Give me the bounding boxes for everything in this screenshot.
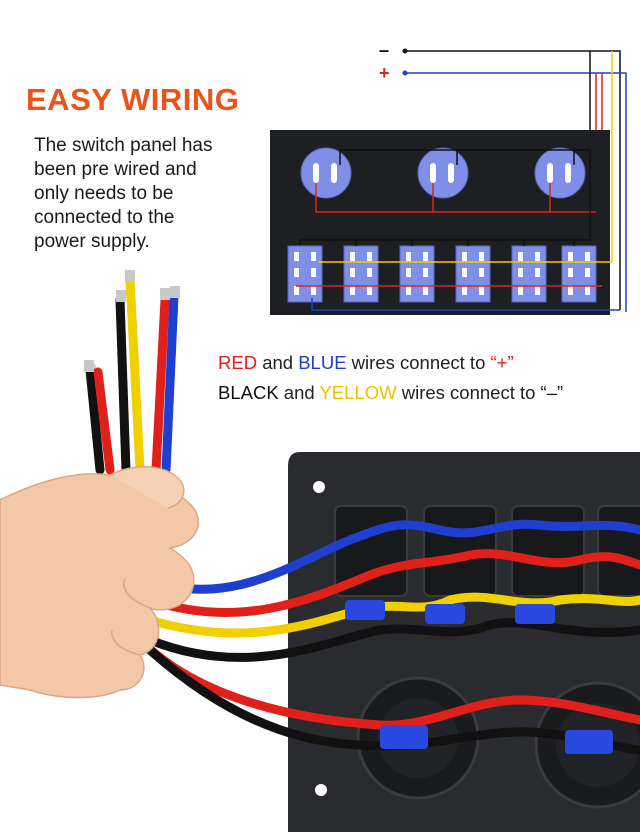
description-line: only needs to be	[34, 183, 174, 204]
description-line: power supply.	[34, 231, 150, 252]
description-line: connected to the	[34, 207, 175, 228]
description-text: The switch panel has been pre wired and …	[34, 134, 274, 254]
rule-text: wires connect to	[346, 352, 491, 373]
rocker-switch	[343, 245, 379, 303]
negative-quote: “–”	[540, 382, 564, 403]
rule-text: and	[278, 382, 320, 403]
blue-connector	[345, 600, 385, 620]
rocker-switch	[399, 245, 435, 303]
red-wire-lower	[135, 635, 640, 730]
round-socket	[300, 147, 352, 199]
black-label: BLACK	[218, 382, 279, 403]
red-label: RED	[218, 352, 258, 373]
round-socket	[534, 147, 586, 199]
rocker-switch	[561, 245, 597, 303]
panel-photo	[0, 270, 640, 832]
wire-bundle	[84, 270, 180, 475]
hand	[0, 466, 199, 699]
rocker-switch	[511, 245, 547, 303]
round-socket	[417, 147, 469, 199]
switch-housing	[597, 505, 640, 597]
yellow-label: YELLOW	[319, 382, 397, 403]
negative-symbol: –	[379, 40, 390, 60]
positive-quote: “+”	[490, 352, 514, 373]
description-line: The switch panel has	[34, 135, 213, 156]
rule-text: and	[257, 352, 299, 373]
switch-negative-bus	[299, 239, 590, 244]
rule-text: wires connect to	[396, 382, 541, 403]
blue-connector	[380, 725, 428, 749]
blue-connector	[565, 730, 613, 754]
rule-negative: BLACK and YELLOW wires connect to “–”	[218, 382, 563, 404]
positive-symbol: +	[379, 63, 390, 83]
blue-connector	[425, 604, 465, 624]
switch-blue-bus	[311, 298, 620, 311]
positive-lead	[405, 72, 627, 312]
yellow-wire	[145, 592, 640, 638]
rocker-switch	[287, 245, 323, 303]
rocker-switch	[455, 245, 491, 303]
rule-positive: RED and BLUE wires connect to “+”	[218, 352, 514, 374]
easy-wiring-heading: EASY WIRING	[26, 82, 240, 117]
socket-positive-bus	[315, 183, 596, 213]
wiring-diagram	[270, 48, 627, 315]
blue-label: BLUE	[298, 352, 347, 373]
negative-lead	[405, 50, 621, 310]
description-line: been pre wired and	[34, 159, 197, 180]
switch-housing	[511, 505, 585, 597]
blue-wire	[145, 519, 640, 594]
mounting-hole	[315, 784, 327, 796]
red-wire	[145, 549, 640, 618]
mounting-hole	[313, 481, 325, 493]
black-wire	[145, 618, 640, 662]
blue-connector	[515, 604, 555, 624]
